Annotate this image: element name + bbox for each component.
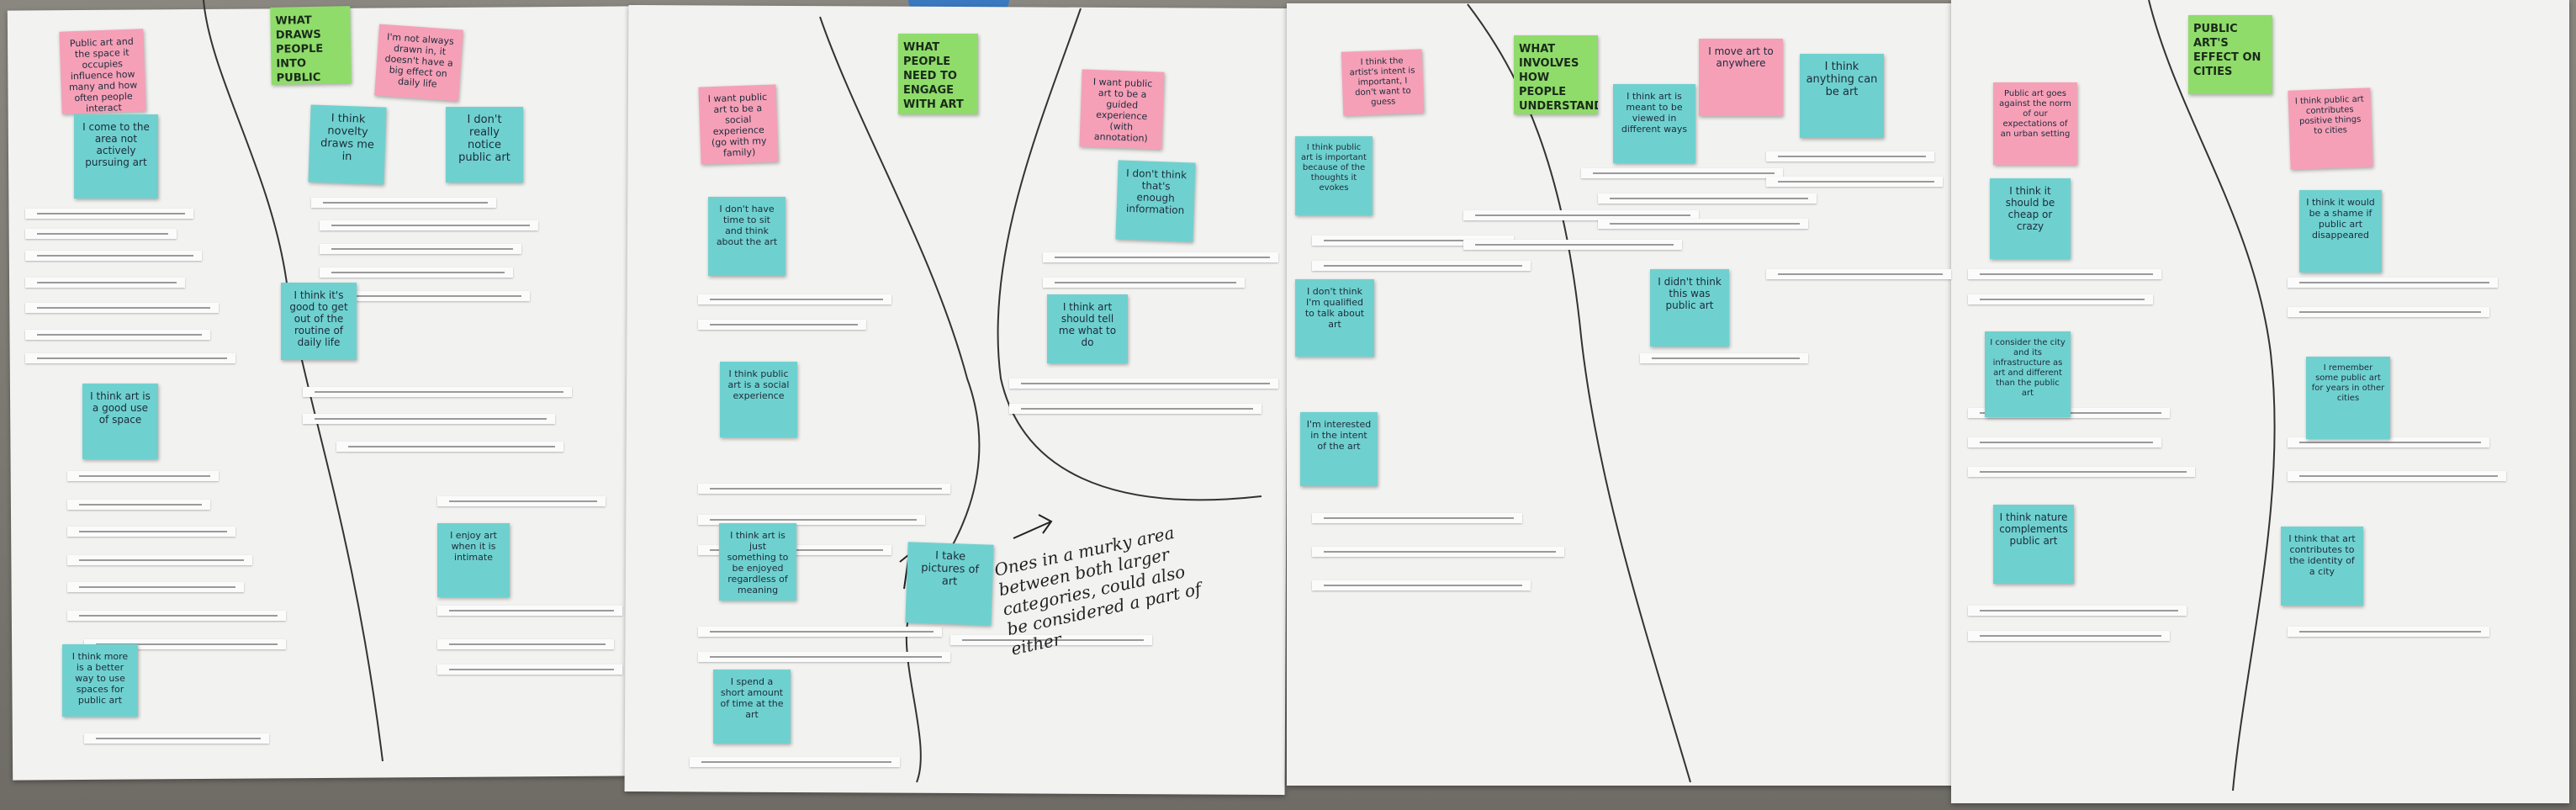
sticky-note: I enjoy art when it is intimate: [437, 523, 510, 597]
category-note-what-people-need: WHAT PEOPLE NEED TO ENGAGE WITH ART: [898, 34, 978, 114]
sticky-note: I think public art is important because …: [1295, 136, 1373, 215]
sticky-note: I move art to anywhere: [1699, 39, 1783, 116]
sticky-note: I spend a short amount of time at the ar…: [713, 670, 791, 744]
sticky-note: I think nature complements public art: [1993, 505, 2074, 584]
sticky-note: I think art is just something to be enjo…: [719, 523, 796, 601]
sticky-note: I didn't think this was public art: [1650, 269, 1729, 347]
sticky-note: I don't really notice public art: [446, 107, 523, 183]
sticky-note: I want public art to be a guided experie…: [1079, 69, 1165, 150]
sticky-note: I think it's good to get out of the rout…: [281, 283, 357, 360]
sticky-note: I think more is a better way to use spac…: [62, 644, 138, 717]
sticky-note: I think art is meant to be viewed in dif…: [1613, 84, 1695, 163]
sticky-note: I think it would be a shame if public ar…: [2299, 190, 2382, 273]
sticky-note: I'm interested in the intent of the art: [1300, 412, 1378, 486]
sticky-note: I don't have time to sit and think about…: [708, 197, 785, 276]
sticky-note: I'm not always drawn in, it doesn't have…: [374, 24, 463, 102]
sticky-note: I consider the city and its infrastructu…: [1985, 331, 2071, 417]
sticky-note: I think that art contributes to the iden…: [2281, 527, 2363, 606]
sticky-note: I don't think I'm qualified to talk abou…: [1295, 279, 1374, 357]
category-note-effect-on-cities: PUBLIC ART'S EFFECT ON CITIES: [2188, 15, 2272, 94]
category-note-what-draws-people: WHAT DRAWS PEOPLE INTO PUBLIC ART: [270, 6, 352, 85]
sticky-note: Public art goes against the norm of our …: [1993, 82, 2077, 165]
sticky-note: I think anything can be art: [1800, 54, 1884, 138]
sticky-note: Public art and the space it occupies inf…: [59, 29, 146, 114]
sticky-note: I remember some public art for years in …: [2306, 357, 2390, 439]
sticky-note: I think art should tell me what to do: [1047, 294, 1128, 363]
sticky-note: I think it should be cheap or crazy: [1990, 178, 2071, 259]
sticky-note: I think art is a good use of space: [82, 384, 158, 459]
sticky-note: I think novelty draws me in: [308, 104, 387, 185]
sticky-note: I take pictures of art: [905, 542, 994, 626]
sticky-note: I think public art is a social experienc…: [720, 362, 797, 437]
sticky-note: I think the artist's intent is important…: [1341, 49, 1425, 116]
category-note-how-people-understand: WHAT INVOLVES HOW PEOPLE UNDERSTAND ART: [1514, 35, 1598, 114]
sticky-note: I don't think that's enough information: [1115, 160, 1196, 242]
sticky-note: I want public art to be a social experie…: [698, 84, 779, 165]
sticky-note: I think public art contributes positive …: [2288, 87, 2373, 170]
sticky-note: I come to the area not actively pursuing…: [74, 114, 158, 199]
